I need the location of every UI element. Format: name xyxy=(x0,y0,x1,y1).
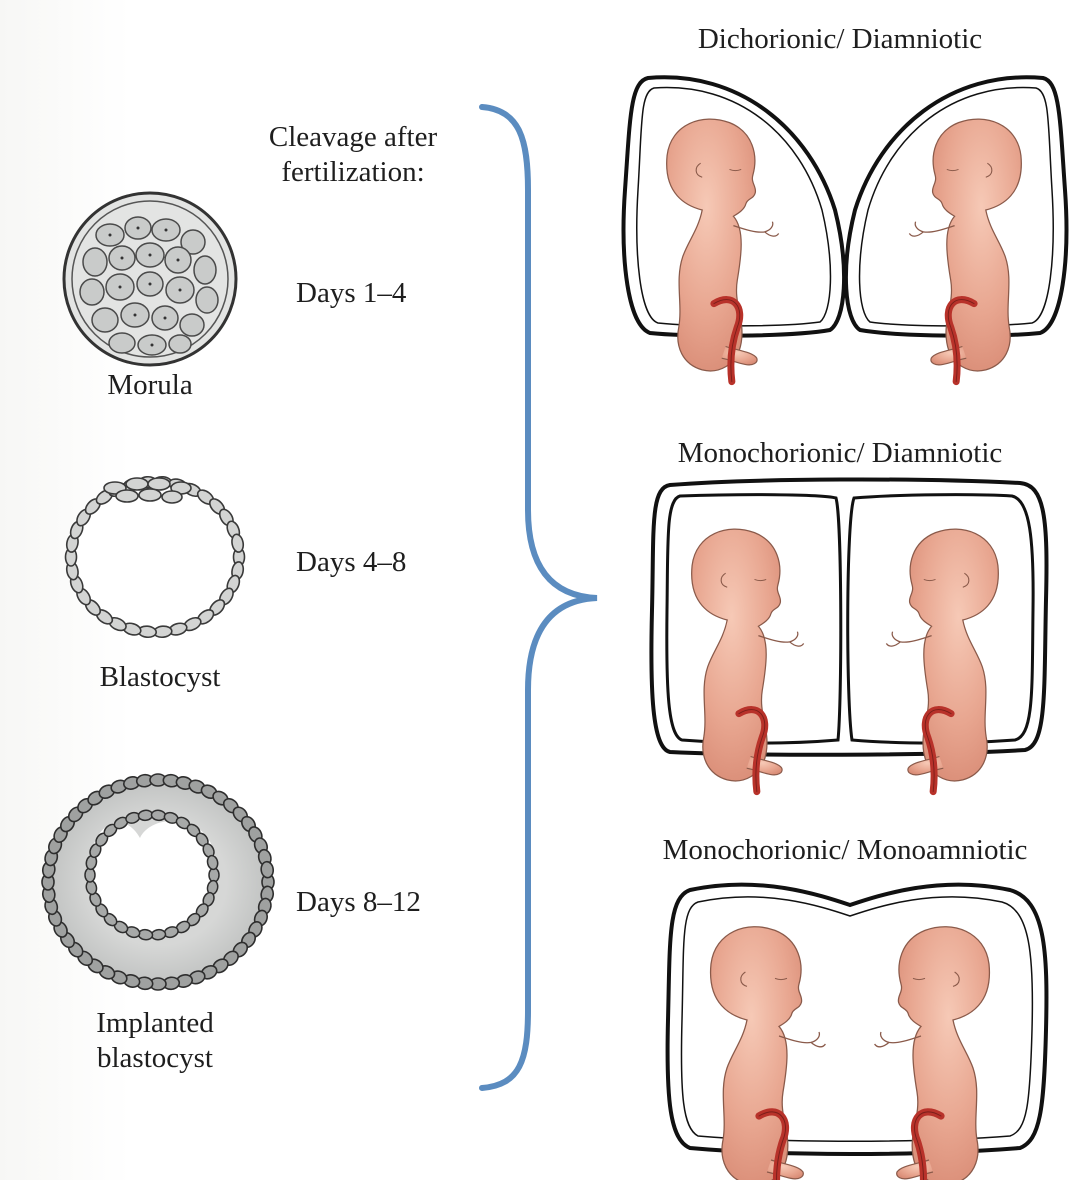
cell xyxy=(150,809,167,822)
cell xyxy=(206,854,219,871)
days-8-12-label: Days 8–12 xyxy=(296,886,421,918)
monochorionic-monoamniotic-title: Monochorionic/ Monoamniotic xyxy=(662,834,1028,866)
cleavage-label-line1: Cleavage after xyxy=(268,121,438,153)
blastocyst-illustration xyxy=(64,475,246,639)
morula-illustration xyxy=(62,191,238,367)
cleavage-label-line2: fertilization: xyxy=(281,156,425,188)
implanted-label-line1: Implanted xyxy=(96,1007,214,1039)
implanted-blastocyst-label: Implanted blastocyst xyxy=(50,1006,260,1076)
monochorionic-monoamniotic-illustration xyxy=(665,882,1049,1180)
days-1-4-label: Days 1–4 xyxy=(296,277,407,309)
morula-label: Morula xyxy=(107,369,193,401)
cell xyxy=(260,860,275,879)
implanted-label-line2: blastocyst xyxy=(97,1042,213,1074)
monochorionic-diamniotic-title: Monochorionic/ Diamniotic xyxy=(677,437,1003,469)
dichorionic-diamniotic-title: Dichorionic/ Diamniotic xyxy=(697,23,983,55)
cell xyxy=(137,809,154,822)
implanted-blastocyst-illustration xyxy=(41,773,275,991)
monochorionic-diamniotic-illustration xyxy=(649,477,1049,791)
dichorionic-diamniotic-illustration xyxy=(621,75,1069,381)
blastocyst-label: Blastocyst xyxy=(99,661,221,693)
cell xyxy=(150,928,167,941)
cell xyxy=(231,533,245,553)
cleavage-label: Cleavage after fertilization: xyxy=(228,120,478,190)
cleavage-brace xyxy=(479,104,598,1091)
days-4-8-label: Days 4–8 xyxy=(296,546,407,578)
cell xyxy=(137,928,154,941)
